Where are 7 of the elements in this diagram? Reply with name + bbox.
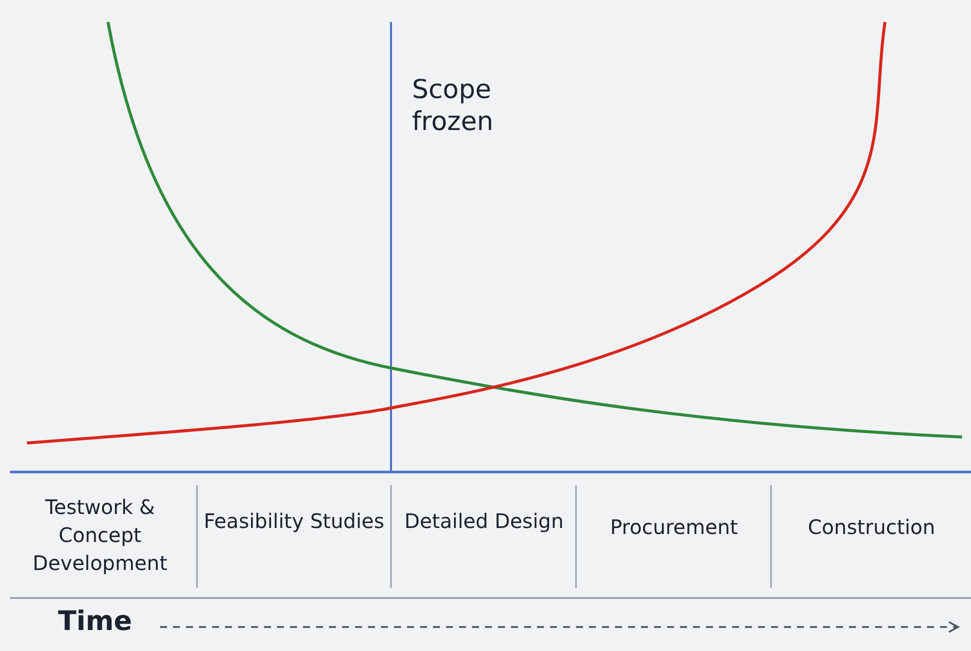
phase-label: Procurement <box>609 514 739 541</box>
annotation-text: Scope frozen <box>412 74 494 138</box>
phase-label: Detailed Design <box>403 508 565 535</box>
phase-label: Construction <box>806 514 936 541</box>
phase-label: Feasibility Studies <box>202 508 386 535</box>
phase-label: Testwork & Concept Development <box>32 494 168 577</box>
axis-label: Time <box>58 605 134 638</box>
